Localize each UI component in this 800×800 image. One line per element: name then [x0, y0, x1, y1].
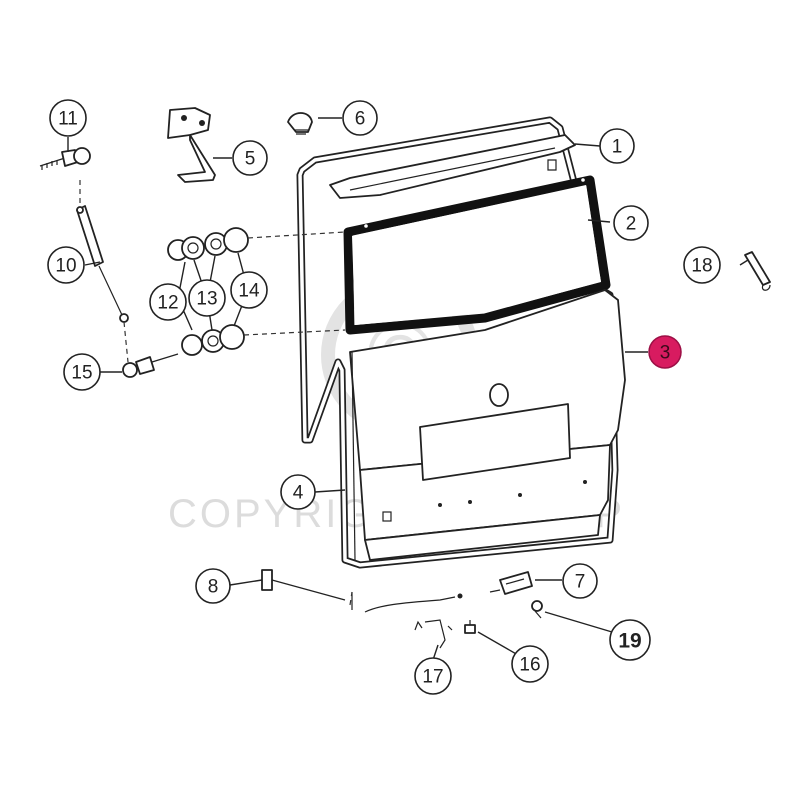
callout-13[interactable]: 13: [188, 279, 226, 317]
callout-15-label: 15: [71, 363, 92, 384]
alignment-lines: [79, 180, 353, 606]
part-11-bolt: [39, 147, 91, 170]
callout-12-label: 12: [157, 293, 178, 314]
callout-1[interactable]: 1: [599, 128, 635, 164]
part-3-tailgate-panel: [349, 289, 626, 561]
callout-4[interactable]: 4: [280, 474, 316, 510]
callout-12[interactable]: 12: [149, 283, 187, 321]
part-8-release-cable: [261, 569, 463, 613]
callout-13-label: 13: [196, 289, 217, 310]
callout-3-label: 3: [660, 343, 671, 364]
part-15-ball-stud: [122, 353, 179, 378]
callout-15[interactable]: 15: [63, 353, 101, 391]
callout-11[interactable]: 11: [49, 99, 87, 137]
callout-16-label: 16: [519, 655, 540, 676]
callout-14[interactable]: 14: [230, 271, 268, 309]
callout-1-label: 1: [612, 137, 623, 158]
part-7-lock: [489, 571, 533, 595]
callout-10[interactable]: 10: [47, 246, 85, 284]
callout-18-label: 18: [691, 256, 712, 277]
part-1-spoiler: [329, 134, 576, 199]
part-16-switch: [464, 620, 476, 634]
parts-12-13-14-buffers: [167, 227, 249, 356]
lock-barrel-hole: [489, 383, 509, 407]
callout-4-label: 4: [293, 483, 304, 504]
part-10-gas-strut: [76, 205, 129, 323]
callout-16[interactable]: 16: [511, 645, 549, 683]
callout-14-label: 14: [238, 281, 260, 302]
part-6-clip: [287, 112, 313, 135]
license-plate-recess: [419, 403, 571, 481]
callout-8-label: 8: [208, 577, 219, 598]
callout-3-highlight: [648, 335, 682, 369]
part-2-rear-glass: [343, 175, 611, 335]
callout-18[interactable]: 18: [683, 246, 721, 284]
callout-8[interactable]: 8: [195, 568, 231, 604]
callout-6[interactable]: 6: [342, 100, 378, 136]
callout-5[interactable]: 5: [232, 140, 268, 176]
callout-10-label: 10: [55, 256, 76, 277]
callout-19-label: 19: [618, 630, 641, 653]
callout-7[interactable]: 7: [562, 563, 598, 599]
callout-7-label: 7: [575, 572, 586, 593]
part-5-hinge: [167, 107, 216, 183]
part-18-pin: [744, 251, 771, 291]
part-19-bulb: [531, 600, 543, 619]
callout-2[interactable]: 2: [613, 205, 649, 241]
callout-17[interactable]: 17: [414, 657, 452, 695]
callout-2-label: 2: [626, 214, 637, 235]
callout-3[interactable]: 3: [648, 335, 682, 369]
part-4-seal-frame: [296, 116, 619, 569]
callout-6-label: 6: [355, 109, 366, 130]
callout-19[interactable]: 19: [609, 619, 651, 661]
part-17-wire: [414, 619, 453, 649]
callout-17-label: 17: [422, 667, 443, 688]
callout-5-label: 5: [245, 149, 256, 170]
callout-11-label: 11: [58, 109, 78, 130]
